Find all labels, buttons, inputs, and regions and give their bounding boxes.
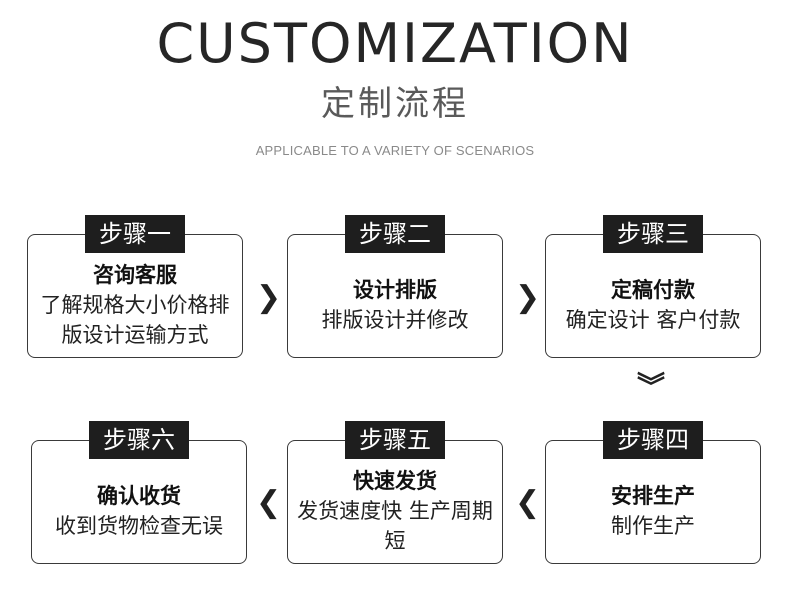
step-5-desc: 发货速度快 生产周期短 <box>297 499 493 553</box>
step-3-badge: 步骤三 <box>603 215 703 253</box>
step-5-title: 快速发货 <box>353 469 437 493</box>
arrow-right-icon: ❯ <box>515 280 541 315</box>
step-2-desc: 排版设计并修改 <box>321 308 469 332</box>
step-4-desc: 制作生产 <box>611 514 695 538</box>
arrow-down-icon: ︾ <box>637 370 666 403</box>
step-4-title: 安排生产 <box>611 484 695 508</box>
step-2-box: 步骤二 设计排版 排版设计并修改 <box>287 215 503 358</box>
step-4-badge: 步骤四 <box>603 421 703 459</box>
tagline: APPLICABLE TO A VARIETY OF SCENARIOS <box>255 143 535 158</box>
step-6-desc: 收到货物检查无误 <box>55 514 223 538</box>
step-3-box: 步骤三 定稿付款 确定设计 客户付款 <box>545 215 761 358</box>
step-6-title: 确认收货 <box>97 484 181 508</box>
step-1-title: 咨询客服 <box>93 263 177 287</box>
step-2-badge: 步骤二 <box>345 215 445 253</box>
step-6-badge: 步骤六 <box>89 421 189 459</box>
step-1-desc: 了解规格大小价格排版设计运输方式 <box>40 293 230 347</box>
arrow-right-icon: ❯ <box>256 280 282 315</box>
page-title: CUSTOMIZATION <box>156 12 634 75</box>
step-4-box: 步骤四 安排生产 制作生产 <box>545 421 761 564</box>
page-subtitle: 定制流程 <box>321 84 469 124</box>
arrow-left-icon: ❮ <box>256 485 282 520</box>
step-3-title: 定稿付款 <box>611 278 695 302</box>
arrow-left-icon: ❮ <box>515 485 541 520</box>
step-5-badge: 步骤五 <box>345 421 445 459</box>
step-1-badge: 步骤一 <box>85 215 185 253</box>
step-5-box: 步骤五 快速发货 发货速度快 生产周期短 <box>287 421 503 564</box>
step-2-title: 设计排版 <box>353 278 437 302</box>
step-3-desc: 确定设计 客户付款 <box>565 308 741 332</box>
step-6-box: 步骤六 确认收货 收到货物检查无误 <box>31 421 247 564</box>
step-1-box: 步骤一 咨询客服 了解规格大小价格排版设计运输方式 <box>27 215 243 358</box>
